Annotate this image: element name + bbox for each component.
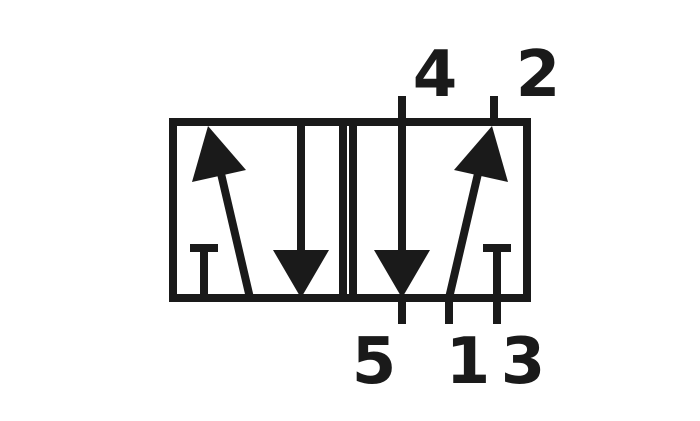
arrowhead-up-right: [454, 126, 508, 182]
flow-line-left-diagonal: [215, 164, 254, 299]
arrowhead-down-left: [273, 250, 329, 298]
port-label-1: 1: [446, 325, 491, 399]
arrowhead-up-left: [192, 126, 246, 182]
port-label-5: 5: [352, 325, 397, 399]
arrowhead-down-right: [374, 250, 430, 298]
port-label-2: 2: [516, 38, 561, 112]
port-label-3: 3: [501, 325, 546, 399]
port-label-4: 4: [413, 38, 458, 112]
flow-line-right-diagonal: [445, 164, 484, 299]
